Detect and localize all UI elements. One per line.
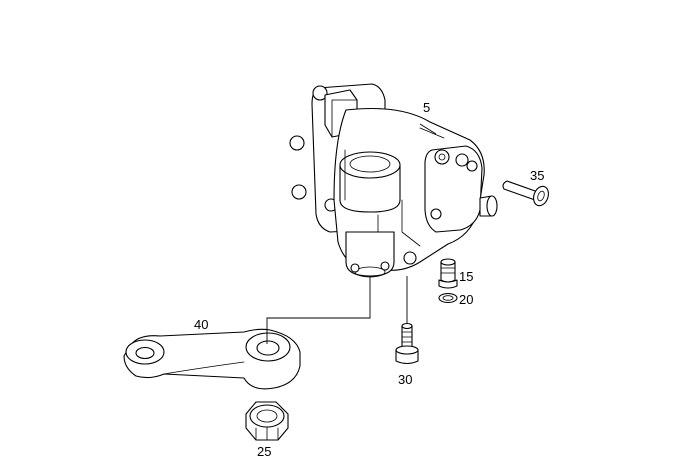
fitting-15 [438, 258, 458, 289]
nut-25 [245, 401, 289, 441]
callout-35: 35 [530, 168, 544, 183]
steering-gear-housing [289, 83, 498, 278]
leader-lines [266, 123, 437, 344]
seal-ring-20 [438, 292, 458, 304]
pitman-arm-40 [123, 328, 301, 390]
leader-40-shaft [266, 276, 371, 344]
callout-5: 5 [423, 100, 430, 115]
leader-5 [419, 123, 437, 135]
callout-15: 15 [459, 269, 473, 284]
callouts: 5 35 15 20 30 40 25 [194, 100, 544, 459]
callout-20: 20 [459, 292, 473, 307]
callout-30: 30 [398, 372, 412, 387]
bolt-30 [395, 322, 419, 365]
bolt-35 [502, 180, 549, 207]
callout-25: 25 [257, 444, 271, 459]
callout-40: 40 [194, 317, 208, 332]
